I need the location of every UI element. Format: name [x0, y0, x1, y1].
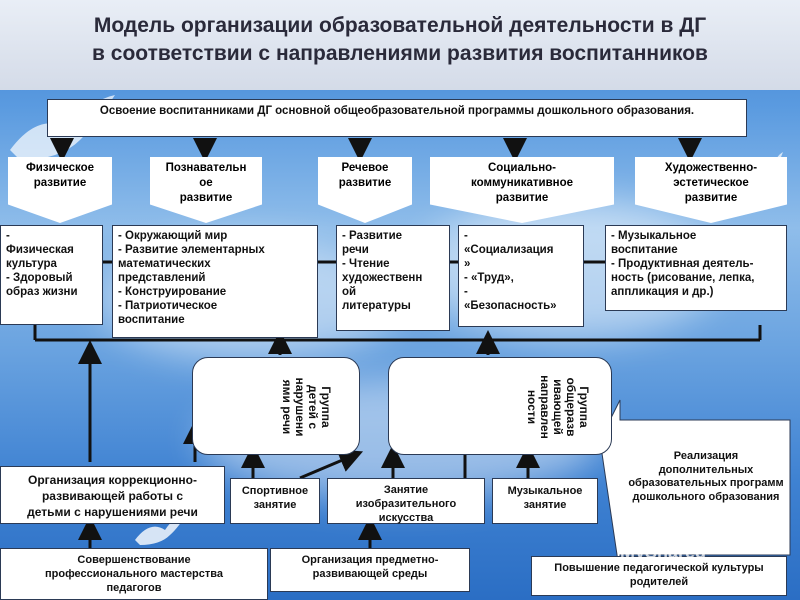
group-speech-disorders: Группа детей с нарушени ями речи: [192, 357, 360, 455]
content-cognitive: - Окружающий мир - Развитие элементарных…: [112, 225, 318, 338]
music-lesson-box: Музыкальное занятие: [492, 478, 598, 524]
page-title: Модель организации образовательной деяте…: [92, 14, 708, 65]
teacher-skills-box: Совершенствование профессионального маст…: [0, 548, 268, 600]
sport-lesson-box: Спортивное занятие: [230, 478, 320, 524]
content-social: - «Социализация » - «Труд», - «Безопасно…: [458, 225, 584, 327]
group-speech-disorders-label: Группа детей с нарушени ями речи: [280, 377, 333, 437]
additional-programs-label: Реализация дополнительных образовательны…: [628, 450, 784, 503]
group-general-label: Группа общеразв ивающей направлен ности: [525, 375, 591, 439]
group-general: Группа общеразв ивающей направлен ности: [388, 357, 612, 455]
program-mastery-box: Освоение воспитанниками ДГ основной обще…: [47, 99, 747, 137]
content-speech: - Развитие речи - Чтение художественн ой…: [336, 225, 450, 331]
art-lesson-box: Занятие изобразительного искусства: [327, 478, 485, 524]
content-physical: - Физическая культура - Здоровый образ ж…: [0, 225, 103, 325]
watermark: MyShared: [620, 542, 707, 562]
correction-work-box: Организация коррекционно- развивающей ра…: [0, 466, 225, 524]
parents-culture-box: Повышение педагогической культуры родите…: [531, 556, 787, 596]
environment-box: Организация предметно- развивающей среды: [270, 548, 470, 592]
title-bar: [0, 0, 800, 90]
content-artistic: - Музыкальное воспитание - Продуктивная …: [605, 225, 787, 311]
